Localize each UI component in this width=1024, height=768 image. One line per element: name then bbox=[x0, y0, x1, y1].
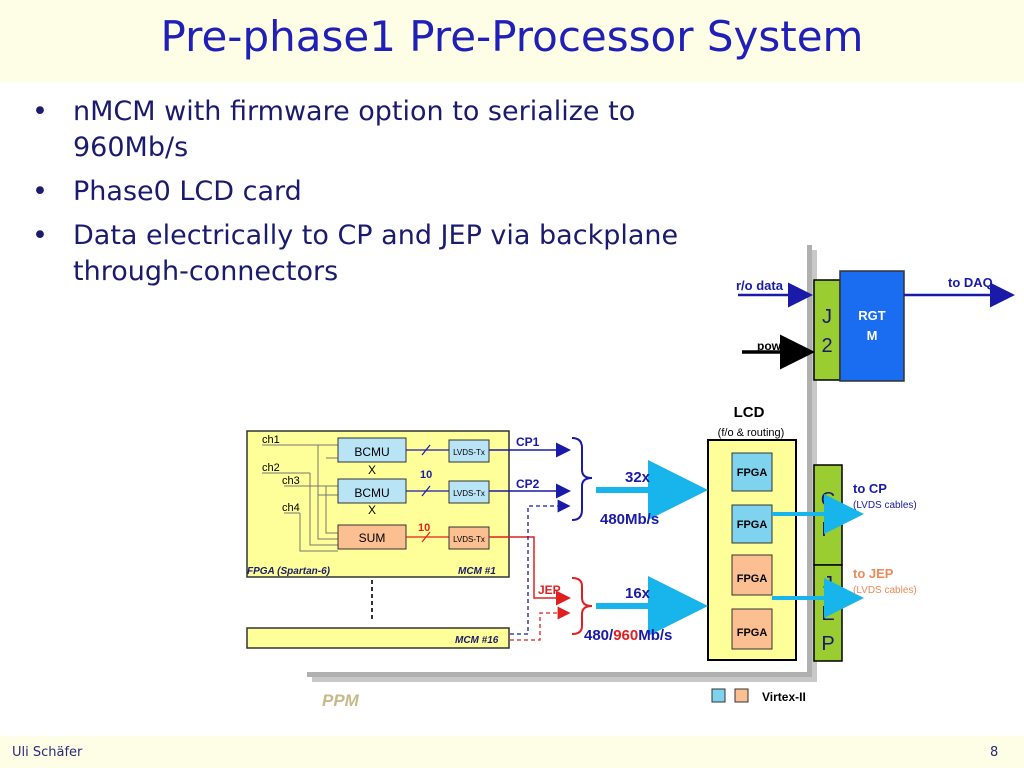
channel-label: ch2 bbox=[262, 462, 280, 474]
lvds-tx-label: LVDS-Tx bbox=[453, 535, 485, 544]
slide-title: Pre-phase1 Pre-Processor System bbox=[160, 12, 864, 61]
jep-label: JEP bbox=[538, 583, 561, 597]
bullet-item: Data electrically to CP and JEP via back… bbox=[30, 218, 710, 290]
mcm16-jep-signal bbox=[510, 606, 571, 641]
bus-slash bbox=[421, 531, 431, 543]
mcm1-label: MCM #1 bbox=[458, 566, 496, 577]
channel-label: ch3 bbox=[282, 475, 300, 487]
to-daq-label: to DAQ bbox=[948, 275, 993, 290]
system-diagram: J 2 RGT M r/o data to DAQ power LCD (f/o… bbox=[246, 245, 1015, 710]
legend-swatch bbox=[711, 688, 726, 703]
legend-label: Virtex-II bbox=[762, 690, 806, 704]
to-cp-sublabel: (LVDS cables) bbox=[853, 500, 917, 511]
bullet-item: Phase0 LCD card bbox=[30, 174, 710, 210]
jep-brace bbox=[571, 577, 593, 635]
cp-rate: 480Mb/s bbox=[600, 511, 659, 528]
jep-rate-part: 960 bbox=[613, 627, 638, 644]
j2-connector bbox=[813, 279, 841, 381]
channel-label: ch4 bbox=[282, 502, 300, 514]
power-label: power bbox=[757, 339, 793, 353]
fpga-chip bbox=[731, 452, 773, 492]
sum-label: SUM bbox=[359, 531, 386, 545]
fpga-chip bbox=[731, 504, 773, 544]
bcmux-block bbox=[337, 437, 407, 463]
cp-multiplier: 32x bbox=[625, 469, 651, 486]
lvds-tx-label: LVDS-Tx bbox=[453, 489, 485, 498]
ro-data-label: r/o data bbox=[736, 278, 784, 293]
rgtm-box bbox=[839, 270, 905, 382]
lvds-tx-label: LVDS-Tx bbox=[453, 448, 485, 457]
lcd-subtitle: (f/o & routing) bbox=[718, 427, 785, 439]
lcd-title: LCD bbox=[734, 404, 765, 421]
bus-slash bbox=[421, 485, 431, 497]
jep-rate-part: Mb/s bbox=[638, 627, 672, 644]
rgtm-label: M bbox=[867, 328, 878, 343]
jep-rate-part: 480/ bbox=[584, 627, 614, 644]
cp-connector-label: P bbox=[821, 519, 834, 541]
jep-rate: 480/960Mb/s bbox=[584, 627, 672, 644]
cp-connector-label: C bbox=[821, 489, 835, 511]
mcm16-label: MCM #16 bbox=[455, 635, 499, 646]
bcmux-label: BCMU bbox=[354, 445, 389, 459]
fpga-chip bbox=[731, 608, 773, 650]
page-number: 8 bbox=[990, 745, 999, 760]
title-band bbox=[0, 0, 1024, 82]
channel-label: ch1 bbox=[262, 434, 280, 446]
fpga-label: FPGA bbox=[737, 573, 768, 585]
cp-brace bbox=[571, 437, 593, 521]
jep-connector-label: J bbox=[823, 573, 833, 595]
ppm-label: PPM bbox=[322, 691, 360, 710]
lvds-tx-block bbox=[448, 526, 490, 550]
bus-width-label: 10 bbox=[420, 469, 432, 481]
bus-slash bbox=[421, 444, 431, 456]
cp1-label: CP1 bbox=[516, 435, 540, 449]
lvds-tx-block bbox=[448, 480, 490, 504]
cp2-label: CP2 bbox=[516, 477, 540, 491]
legend-swatch bbox=[734, 688, 749, 703]
bullet-item: nMCM with firmware option to serialize t… bbox=[30, 94, 710, 166]
fpga-label: FPGA bbox=[737, 467, 768, 479]
bcmux-label: X bbox=[368, 503, 376, 517]
rgtm-label: RGT bbox=[858, 308, 886, 323]
bcmux-label: BCMU bbox=[354, 486, 389, 500]
jep-signal bbox=[489, 536, 571, 606]
lvds-tx-block bbox=[448, 439, 490, 463]
mcm16-cp-signal bbox=[510, 499, 571, 635]
channel-wires bbox=[262, 444, 338, 552]
fpga-label: FPGA bbox=[737, 519, 768, 531]
to-jep-label: to JEP bbox=[853, 566, 894, 581]
j2-label: J bbox=[822, 306, 832, 328]
j2-label: 2 bbox=[821, 335, 832, 357]
fpga-label: FPGA bbox=[737, 627, 768, 639]
jep-connector-label: P bbox=[821, 633, 834, 655]
fpga-chip bbox=[731, 554, 773, 596]
to-jep-sublabel: (LVDS cables) bbox=[853, 585, 917, 596]
sum-block bbox=[337, 524, 407, 550]
bcmux-block bbox=[337, 478, 407, 504]
footer-band bbox=[0, 736, 1024, 768]
bcmux-label: X bbox=[368, 463, 376, 477]
mcm16-box bbox=[246, 627, 510, 649]
footer-author: Uli Schäfer bbox=[12, 745, 83, 760]
mcm-fpga-label: FPGA (Spartan-6) bbox=[247, 566, 331, 577]
bullet-list: nMCM with firmware option to serialize t… bbox=[30, 94, 710, 298]
bus-width-label: 10 bbox=[418, 522, 430, 534]
jep-multiplier: 16x bbox=[625, 585, 651, 602]
to-cp-label: to CP bbox=[853, 481, 887, 496]
jep-connector-label: E bbox=[821, 603, 834, 625]
